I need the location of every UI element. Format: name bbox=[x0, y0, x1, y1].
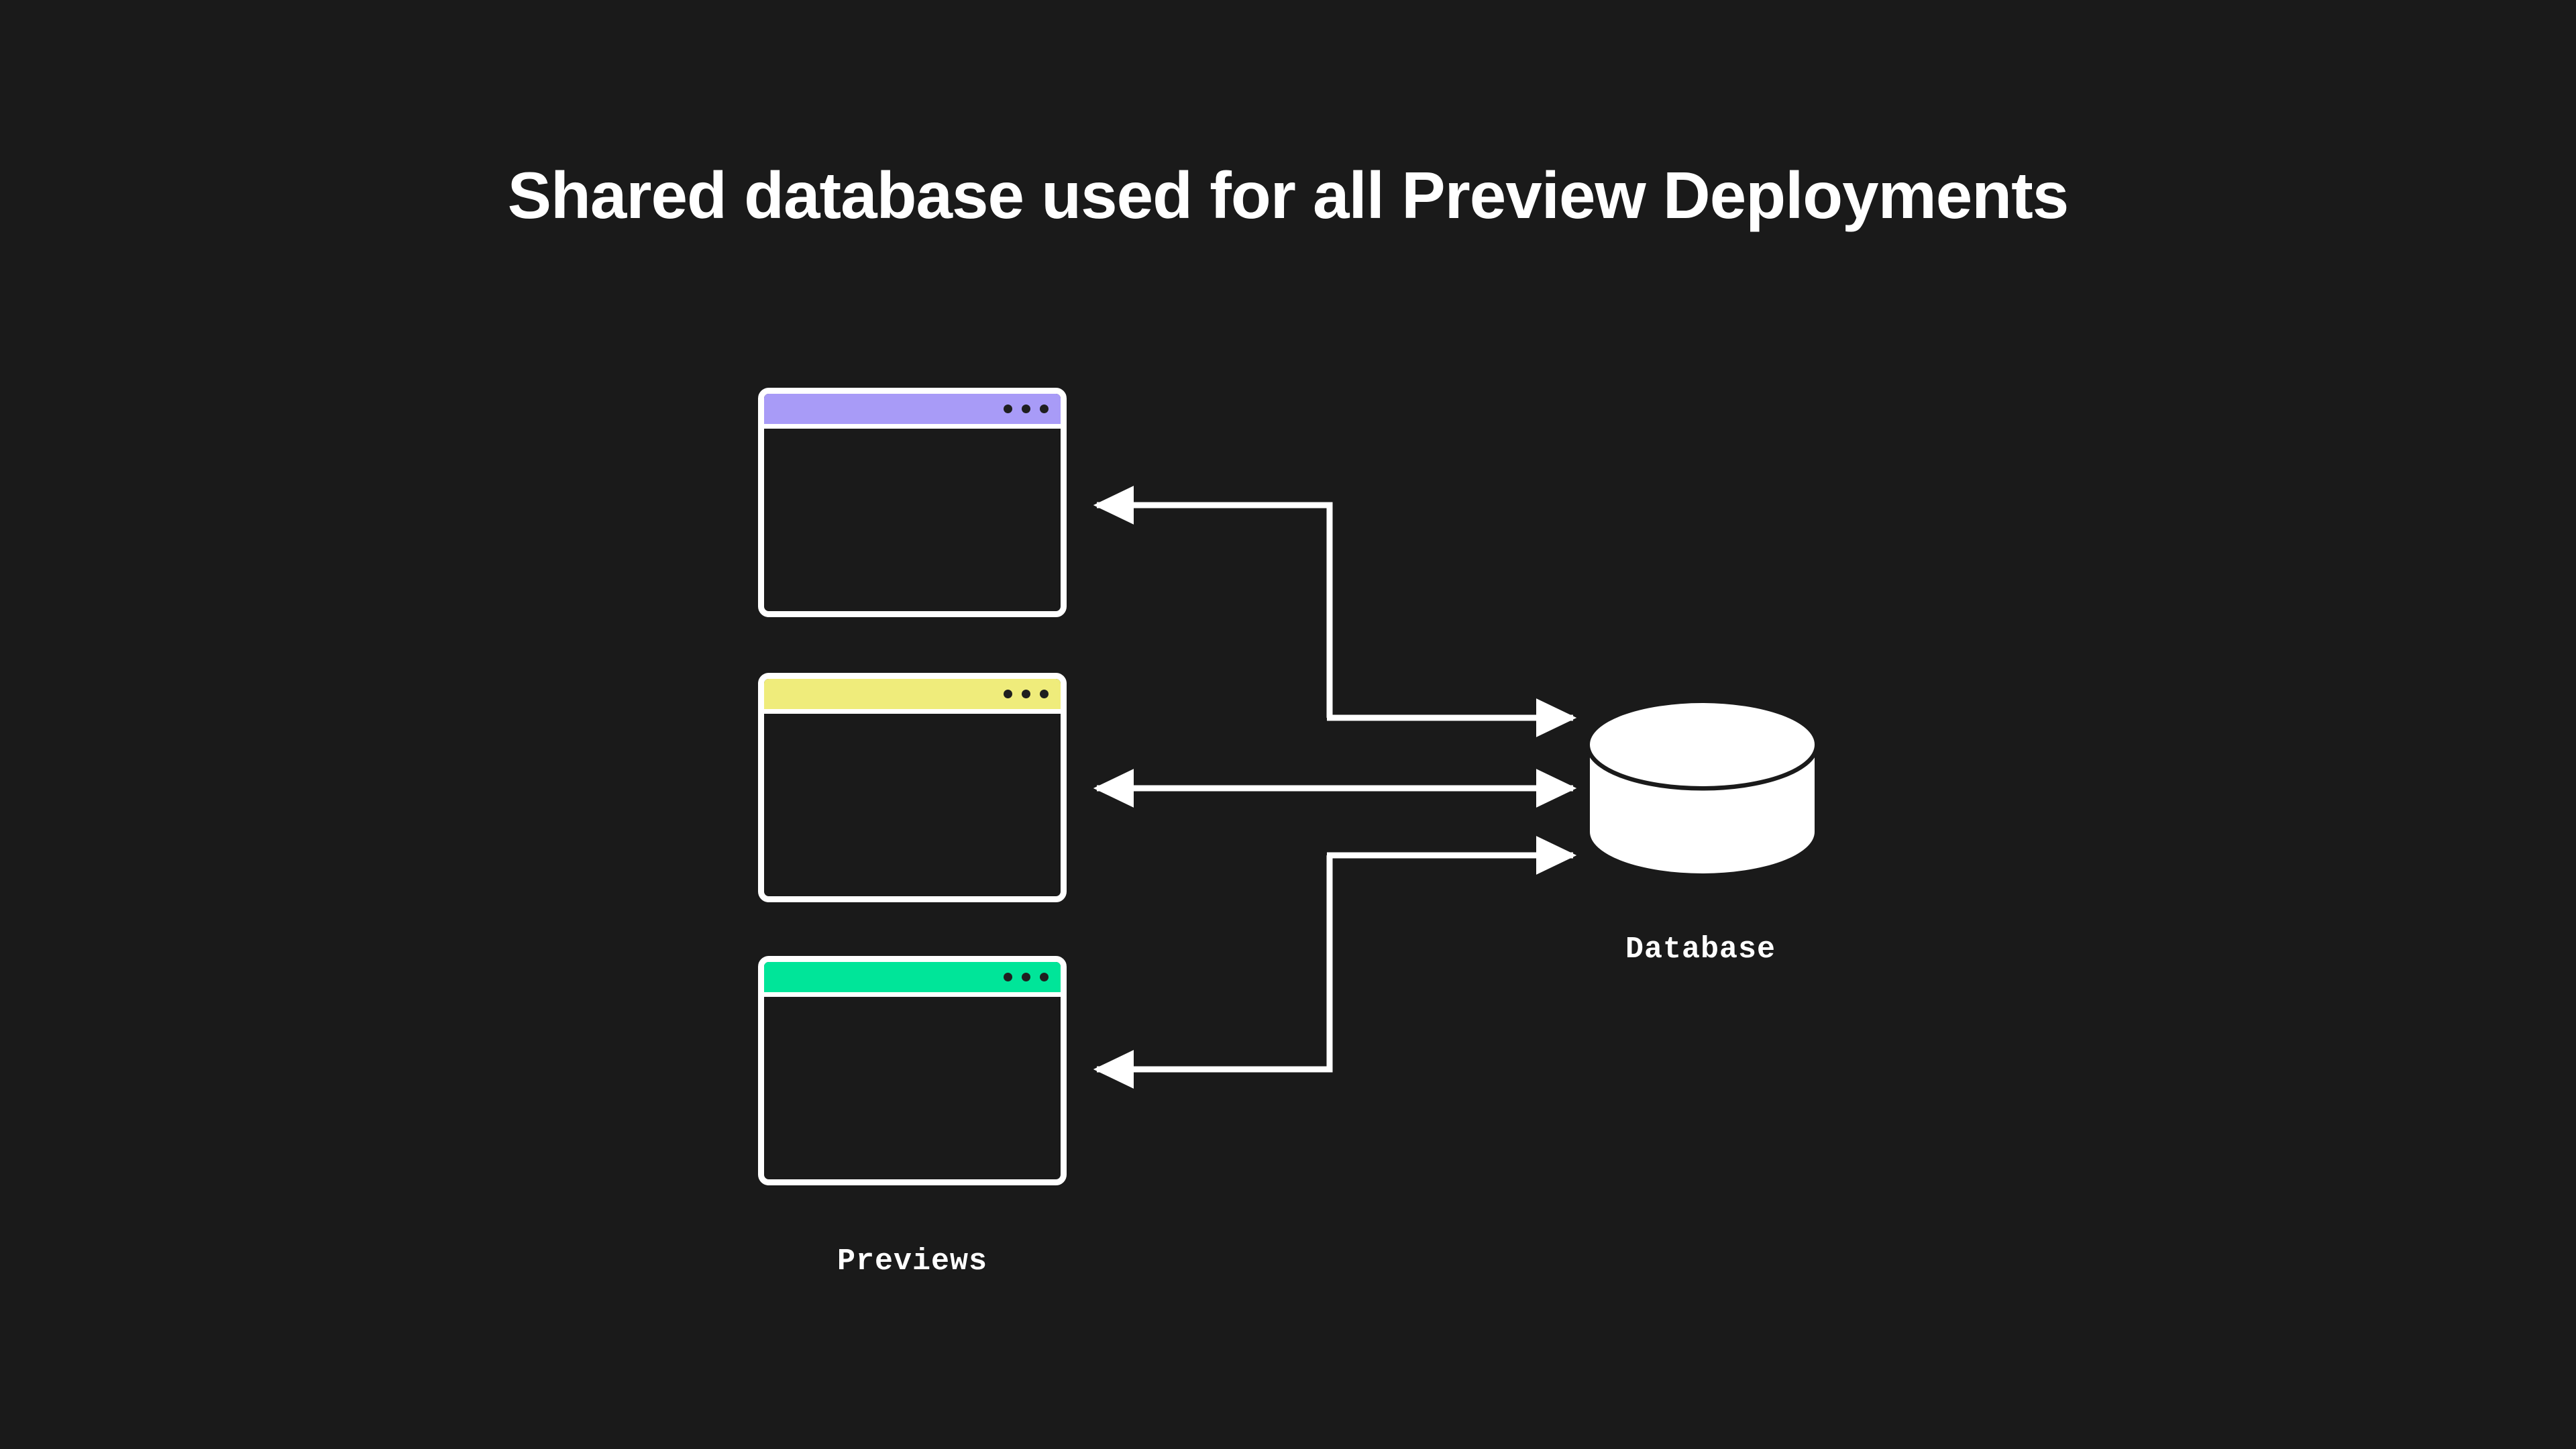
window-dot-icon[interactable] bbox=[1004, 690, 1012, 698]
database-label: Database bbox=[1625, 932, 1776, 967]
preview-window-purple[interactable] bbox=[758, 388, 1067, 617]
window-dot-icon[interactable] bbox=[1004, 405, 1012, 413]
window-dot-icon[interactable] bbox=[1022, 973, 1030, 981]
window-controls[interactable] bbox=[1004, 973, 1049, 981]
window-content-area bbox=[764, 714, 1061, 892]
window-titlebar-yellow bbox=[764, 679, 1061, 714]
window-titlebar-purple bbox=[764, 394, 1061, 429]
window-dot-icon[interactable] bbox=[1022, 405, 1030, 413]
window-titlebar-green bbox=[764, 962, 1061, 997]
window-controls[interactable] bbox=[1004, 690, 1049, 698]
window-controls[interactable] bbox=[1004, 405, 1049, 413]
window-dot-icon[interactable] bbox=[1040, 405, 1049, 413]
window-dot-icon[interactable] bbox=[1040, 973, 1049, 981]
preview-window-green[interactable] bbox=[758, 956, 1067, 1185]
window-dot-icon[interactable] bbox=[1022, 690, 1030, 698]
database-cylinder-icon bbox=[1585, 703, 1819, 873]
page-title: Shared database used for all Preview Dep… bbox=[507, 158, 2070, 232]
window-content-area bbox=[764, 429, 1061, 606]
connector-db-to-green-window bbox=[1093, 855, 1333, 1089]
window-content-area bbox=[764, 997, 1061, 1175]
window-dot-icon[interactable] bbox=[1004, 973, 1012, 981]
previews-group-label: Previews bbox=[837, 1244, 988, 1279]
connector-db-to-purple-window bbox=[1093, 486, 1333, 718]
window-dot-icon[interactable] bbox=[1040, 690, 1049, 698]
preview-window-yellow[interactable] bbox=[758, 673, 1067, 902]
